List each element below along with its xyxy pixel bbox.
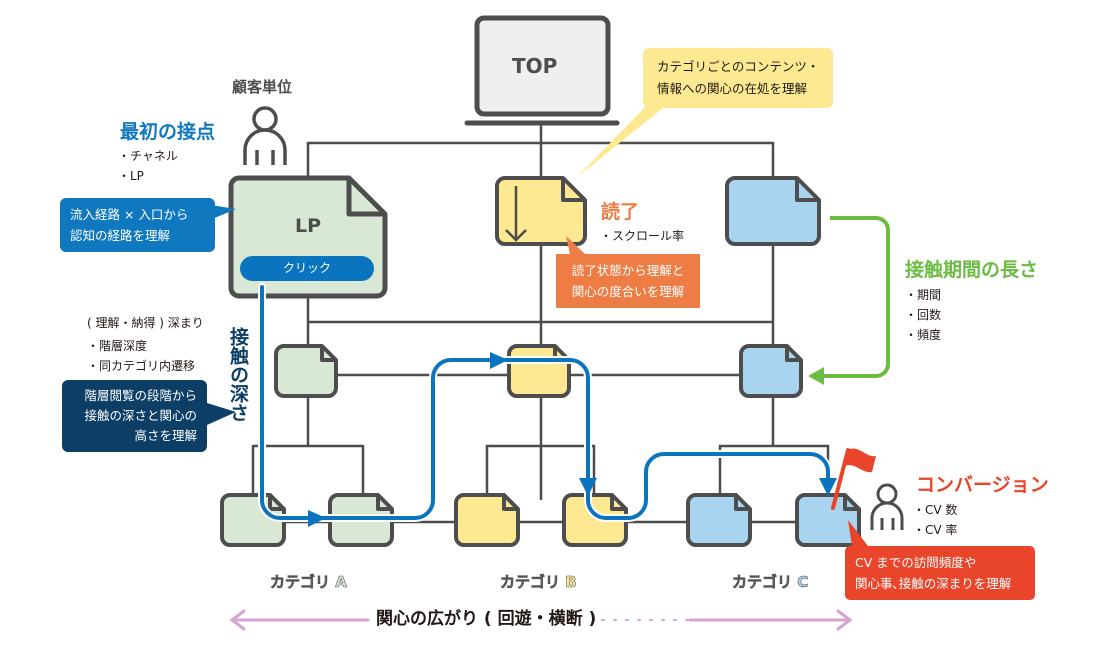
bullet-in-category-transition: ・同カテゴリ内遷移: [87, 359, 196, 373]
first-contact-heading: 最初の接点: [120, 121, 216, 143]
first-contact-callout: 流入経路 × 入口から 認知の経路を理解: [60, 198, 215, 252]
bullet-count: ・回数: [905, 308, 942, 322]
page-node-b-top[interactable]: [495, 176, 587, 246]
page-node-b-low-1[interactable]: [454, 493, 520, 547]
read-callout-pointer: [566, 236, 585, 254]
page-node-a-low-1[interactable]: [220, 493, 286, 547]
read-complete-heading: 読了: [601, 201, 640, 223]
path-arrowhead-1: [308, 510, 326, 527]
page-fold-corner: [795, 178, 819, 202]
category-label-b: カテゴリ B: [500, 573, 577, 592]
page-fold-corner: [346, 178, 385, 217]
page-document-icon: [507, 344, 571, 398]
depth-callout-pointer: [207, 403, 236, 425]
read-callout-line-1: 読了状態から理解と: [571, 263, 685, 278]
page-node-b-mid[interactable]: [507, 344, 571, 398]
read-complete-callout: 読了状態から理解と 関心の度合いを理解: [556, 254, 700, 308]
page-fold-corner: [610, 495, 626, 511]
spread-axis-label: 関心の広がり ( 回遊・横断 ): [372, 608, 601, 631]
page-document-icon: [725, 176, 821, 246]
connector-a-branch: [251, 444, 365, 495]
top-callout: カテゴリごとのコンテンツ・ 情報への関心の在処を理解: [643, 48, 834, 108]
top-callout-line-1: カテゴリごとのコンテンツ・: [657, 59, 820, 74]
read-complete-bullets: ・スクロール率: [600, 226, 684, 246]
page-fold-corner: [502, 495, 518, 511]
page-fold-corner: [734, 495, 750, 511]
read-callout-line-2: 関心の度合いを理解: [571, 284, 685, 299]
conversion-flag-icon: [831, 448, 876, 510]
contact-period-bullets: ・期間 ・回数 ・頻度: [905, 285, 941, 345]
first-contact-callout-line-1: 流入経路 × 入口から: [70, 207, 189, 222]
bullet-lp: ・LP: [118, 169, 144, 183]
bullet-cv-count: ・CV 数: [913, 503, 958, 517]
first-contact-bullets: ・チャネル ・LP: [118, 146, 178, 186]
page-fold-corner: [561, 178, 585, 202]
page-node-b-low-2[interactable]: [562, 493, 628, 547]
conversion-heading: コンバージョン: [916, 474, 1049, 496]
page-fold-corner: [785, 346, 801, 362]
conversion-bullets: ・CV 数 ・CV 率: [913, 500, 957, 540]
customer-unit-label: 顧客単位: [232, 78, 293, 96]
path-arrowhead-4: [819, 478, 837, 496]
page-fold-corner: [320, 346, 336, 362]
page-node-c-low-1[interactable]: [686, 493, 752, 547]
page-document-icon: [686, 493, 752, 547]
conversion-callout-line-2: 関心事､接触の深まりを理解: [855, 576, 1012, 591]
page-document-icon: [795, 493, 861, 547]
page-document-icon: [739, 344, 803, 398]
page-fold-corner: [843, 495, 859, 511]
navigation-path: [258, 283, 837, 527]
scroll-down-arrow-icon: [505, 186, 527, 242]
lp-click-button[interactable]: クリック: [240, 256, 374, 281]
contact-depth-subheading: ( 理解・納得 ) 深まり: [87, 316, 204, 330]
top-node-label[interactable]: TOP: [512, 54, 558, 78]
depth-callout-line-2: 接触の深さと関心の: [84, 408, 197, 423]
page-document-icon: [454, 493, 520, 547]
converted-person-icon: [870, 483, 904, 530]
top-callout-line-2: 情報への関心の在処を理解: [657, 81, 808, 96]
category-label-c: カテゴリ C: [732, 573, 809, 592]
connector-top-row: [306, 141, 775, 178]
bullet-frequency: ・頻度: [905, 328, 942, 342]
contact-depth-bullets: ・階層深度 ・同カテゴリ内遷移: [87, 336, 195, 376]
category-label-a: カテゴリ A: [270, 573, 347, 592]
top-callout-pointer: [576, 104, 668, 178]
page-node-c-top[interactable]: [725, 176, 821, 246]
bullet-scroll-rate: ・スクロール率: [600, 229, 685, 243]
contact-depth-callout: 階層閲覧の段階から 接触の深さと関心の 高さを理解: [62, 380, 207, 452]
bullet-hierarchy-depth: ・階層深度: [87, 339, 148, 353]
lp-node-label: LP: [295, 215, 322, 237]
contact-period-heading: 接触期間の長さ: [905, 259, 1039, 281]
first-contact-callout-line-2: 認知の経路を理解: [70, 228, 171, 243]
path-arrowhead-2: [490, 352, 508, 369]
contact-depth-vertical-label: 接触の深さ: [227, 327, 249, 422]
page-node-a-mid[interactable]: [274, 344, 338, 398]
connector-b-branch: [485, 444, 596, 495]
contact-period-arrow: [808, 216, 890, 385]
page-fold-corner: [268, 495, 284, 511]
bullet-period: ・期間: [905, 288, 942, 302]
conversion-callout: CV までの訪問頻度や 関心事､接触の深まりを理解: [845, 546, 1035, 600]
customer-person-icon: [243, 106, 287, 165]
bullet-cv-rate: ・CV 率: [913, 523, 958, 537]
conversion-callout-pointer: [848, 520, 868, 546]
page-node-c-mid[interactable]: [739, 344, 803, 398]
conversion-callout-line-1: CV までの訪問頻度や: [855, 555, 977, 570]
top-page-laptop-icon[interactable]: [464, 15, 620, 126]
page-document-icon: [274, 344, 338, 398]
path-arrowhead-3: [579, 478, 597, 496]
page-fold-corner: [376, 495, 392, 511]
depth-callout-line-1: 階層閲覧の段階から: [84, 388, 197, 403]
page-node-c-low-2[interactable]: [795, 493, 861, 547]
bullet-channel: ・チャネル: [118, 149, 178, 163]
depth-callout-line-3: 高さを理解: [134, 428, 197, 443]
